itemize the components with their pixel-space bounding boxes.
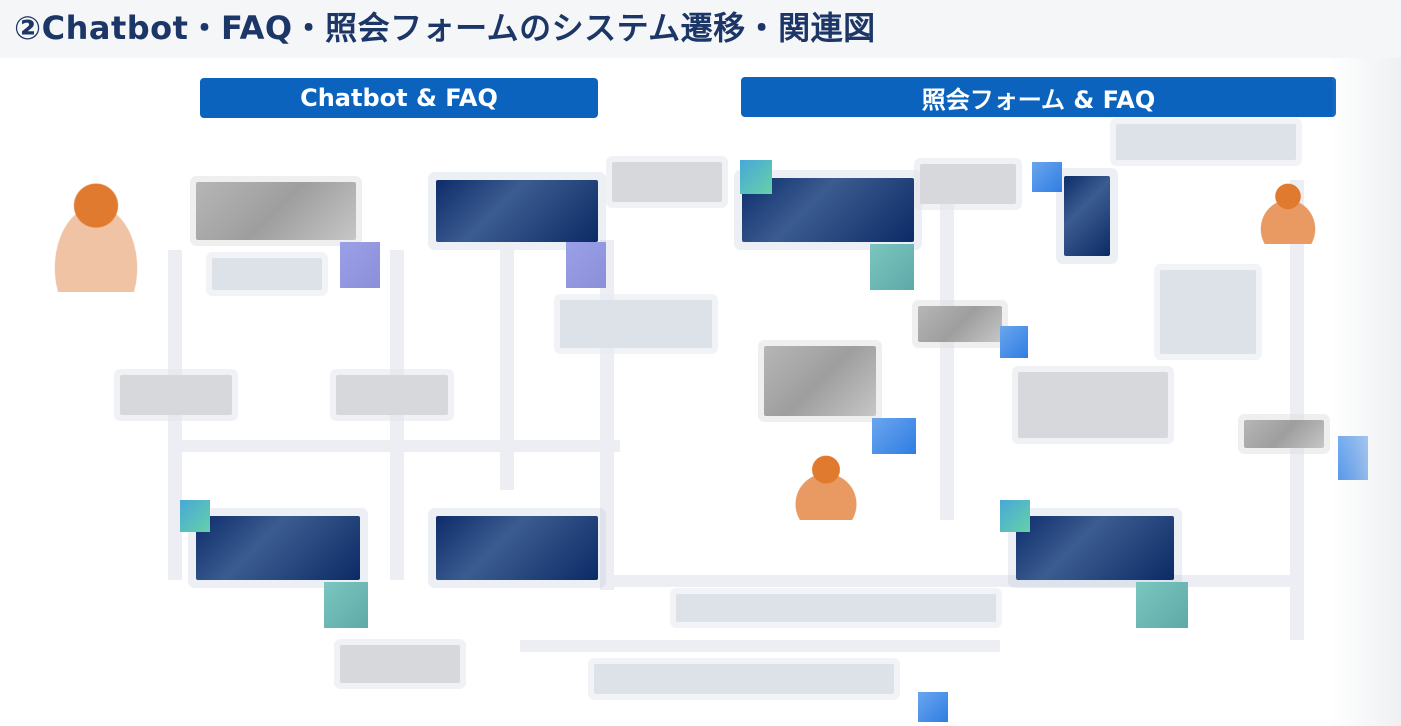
diagram-node — [340, 645, 460, 683]
page-title: ②Chatbot・FAQ・照会フォームのシステム遷移・関連図 — [14, 9, 876, 47]
diagram-node — [1244, 420, 1324, 448]
status-badge — [1136, 582, 1188, 628]
diagram-node — [1016, 516, 1174, 580]
section-header-chatbot-faq: Chatbot & FAQ — [200, 78, 598, 118]
connector-line — [940, 190, 954, 520]
status-badge — [1032, 162, 1062, 192]
user-icon — [1238, 176, 1338, 244]
status-badge — [340, 242, 380, 288]
connector-line — [168, 250, 182, 580]
diagram-node — [676, 594, 996, 622]
diagram-node — [1064, 176, 1110, 256]
connector-line — [500, 250, 514, 490]
status-badge — [872, 418, 916, 454]
diagram-node — [120, 375, 232, 415]
section-header-inquiry-form-faq: 照会フォーム & FAQ — [741, 77, 1336, 117]
status-badge — [1000, 500, 1030, 532]
connector-line — [180, 440, 620, 452]
diagram-node — [196, 516, 360, 580]
status-badge — [918, 692, 948, 722]
diagram-node — [764, 346, 876, 416]
diagram-node — [560, 300, 712, 348]
diagram-node — [436, 180, 598, 242]
status-badge — [740, 160, 772, 194]
diagram-node — [1018, 372, 1168, 438]
diagram-node — [212, 258, 322, 290]
user-icon — [32, 172, 160, 292]
diagram-node — [1160, 270, 1256, 354]
diagram-node — [196, 182, 356, 240]
status-badge — [870, 244, 914, 290]
title-bar: ②Chatbot・FAQ・照会フォームのシステム遷移・関連図 — [0, 0, 1401, 58]
diagram-node — [594, 664, 894, 694]
diagram-node — [612, 162, 722, 202]
status-badge — [324, 582, 368, 628]
status-badge — [1000, 326, 1028, 358]
diagram-node — [336, 375, 448, 415]
user-icon — [770, 448, 882, 520]
status-badge — [566, 242, 606, 288]
diagram-node — [920, 164, 1016, 204]
diagram-node — [918, 306, 1002, 342]
edge-fade — [1331, 58, 1401, 726]
diagram-node — [1116, 124, 1296, 160]
diagram-node — [436, 516, 598, 580]
connector-line — [1290, 180, 1304, 640]
connector-line — [600, 575, 1300, 587]
connector-line — [390, 250, 404, 580]
connector-line — [600, 240, 614, 590]
status-badge — [180, 500, 210, 532]
connector-line — [520, 640, 1000, 652]
